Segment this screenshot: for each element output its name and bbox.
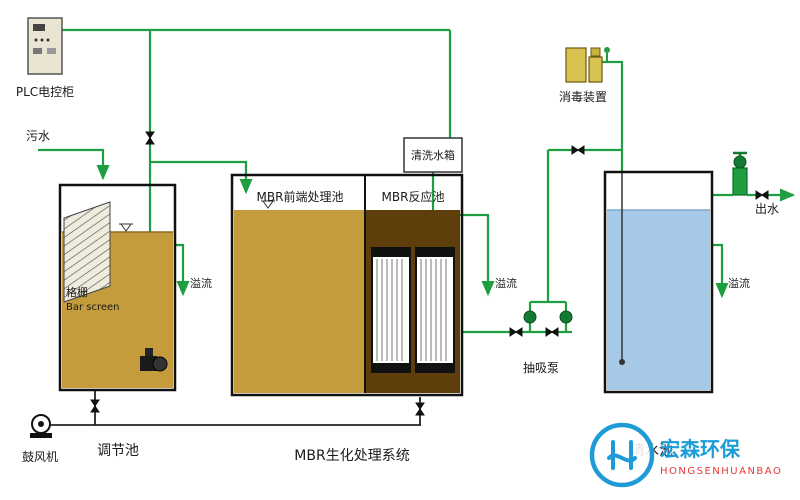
submersible-pump xyxy=(140,348,168,372)
bar-screen-label-en: Bar screen xyxy=(66,302,120,313)
overflow-mid-label: 溢流 xyxy=(495,276,517,290)
valve-icon xyxy=(415,402,425,416)
membrane-module xyxy=(371,247,411,373)
logo-ring-icon xyxy=(589,422,655,488)
equalization-tank: 格栅 Bar screen xyxy=(58,183,177,392)
valve-icon xyxy=(145,131,155,145)
valve-icon xyxy=(90,399,100,413)
suction-pump-label: 抽吸泵 xyxy=(523,361,559,375)
equalization-tank-label: 调节池 xyxy=(97,443,139,459)
mbr-front-liquid xyxy=(234,210,365,393)
valve-icon xyxy=(545,327,559,337)
plc-display xyxy=(33,24,45,31)
disinfection-label: 消毒装置 xyxy=(559,90,607,104)
valve-icon xyxy=(755,190,769,200)
membrane-module xyxy=(415,247,455,373)
water-level-symbol xyxy=(118,223,134,232)
bar-screen xyxy=(63,201,111,303)
valve-icon xyxy=(509,327,523,337)
wash-tank-label: 清洗水箱 xyxy=(411,148,455,162)
plc-control-cabinet xyxy=(27,17,63,75)
brand-name-en: HONGSENHUANBAO xyxy=(660,466,782,477)
disinfection-device xyxy=(565,47,610,83)
suction-pump-assembly xyxy=(523,310,573,324)
brand-name-cn: 宏森环保 xyxy=(660,437,741,461)
brand-logo: 宏森环保 HONGSENHUANBAO xyxy=(589,422,782,488)
dosing-valve-icon xyxy=(604,47,610,53)
plc-label: PLC电控柜 xyxy=(16,85,74,99)
bar-screen-label-cn: 格栅 xyxy=(66,285,88,299)
mbr-reactor-label: MBR反应池 xyxy=(382,189,445,204)
blower-label: 鼓风机 xyxy=(22,450,58,464)
mbr-tank: MBR前端处理池 MBR反应池 xyxy=(230,173,464,397)
mbr-front-label: MBR前端处理池 xyxy=(257,189,344,204)
outlet-pump xyxy=(732,151,748,196)
mbr-system-label: MBR生化处理系统 xyxy=(294,448,409,464)
clear-water-tank xyxy=(603,170,714,394)
overflow-left-label: 溢流 xyxy=(190,276,212,290)
sewage-inlet-label: 污水 xyxy=(26,129,50,143)
outlet-label: 出水 xyxy=(755,202,779,216)
blower xyxy=(30,414,52,438)
overflow-right-label: 溢流 xyxy=(728,276,750,290)
logo-h-swirl-icon xyxy=(607,440,637,470)
valve-icon xyxy=(571,145,585,155)
wash-water-tank: 清洗水箱 xyxy=(403,137,463,173)
